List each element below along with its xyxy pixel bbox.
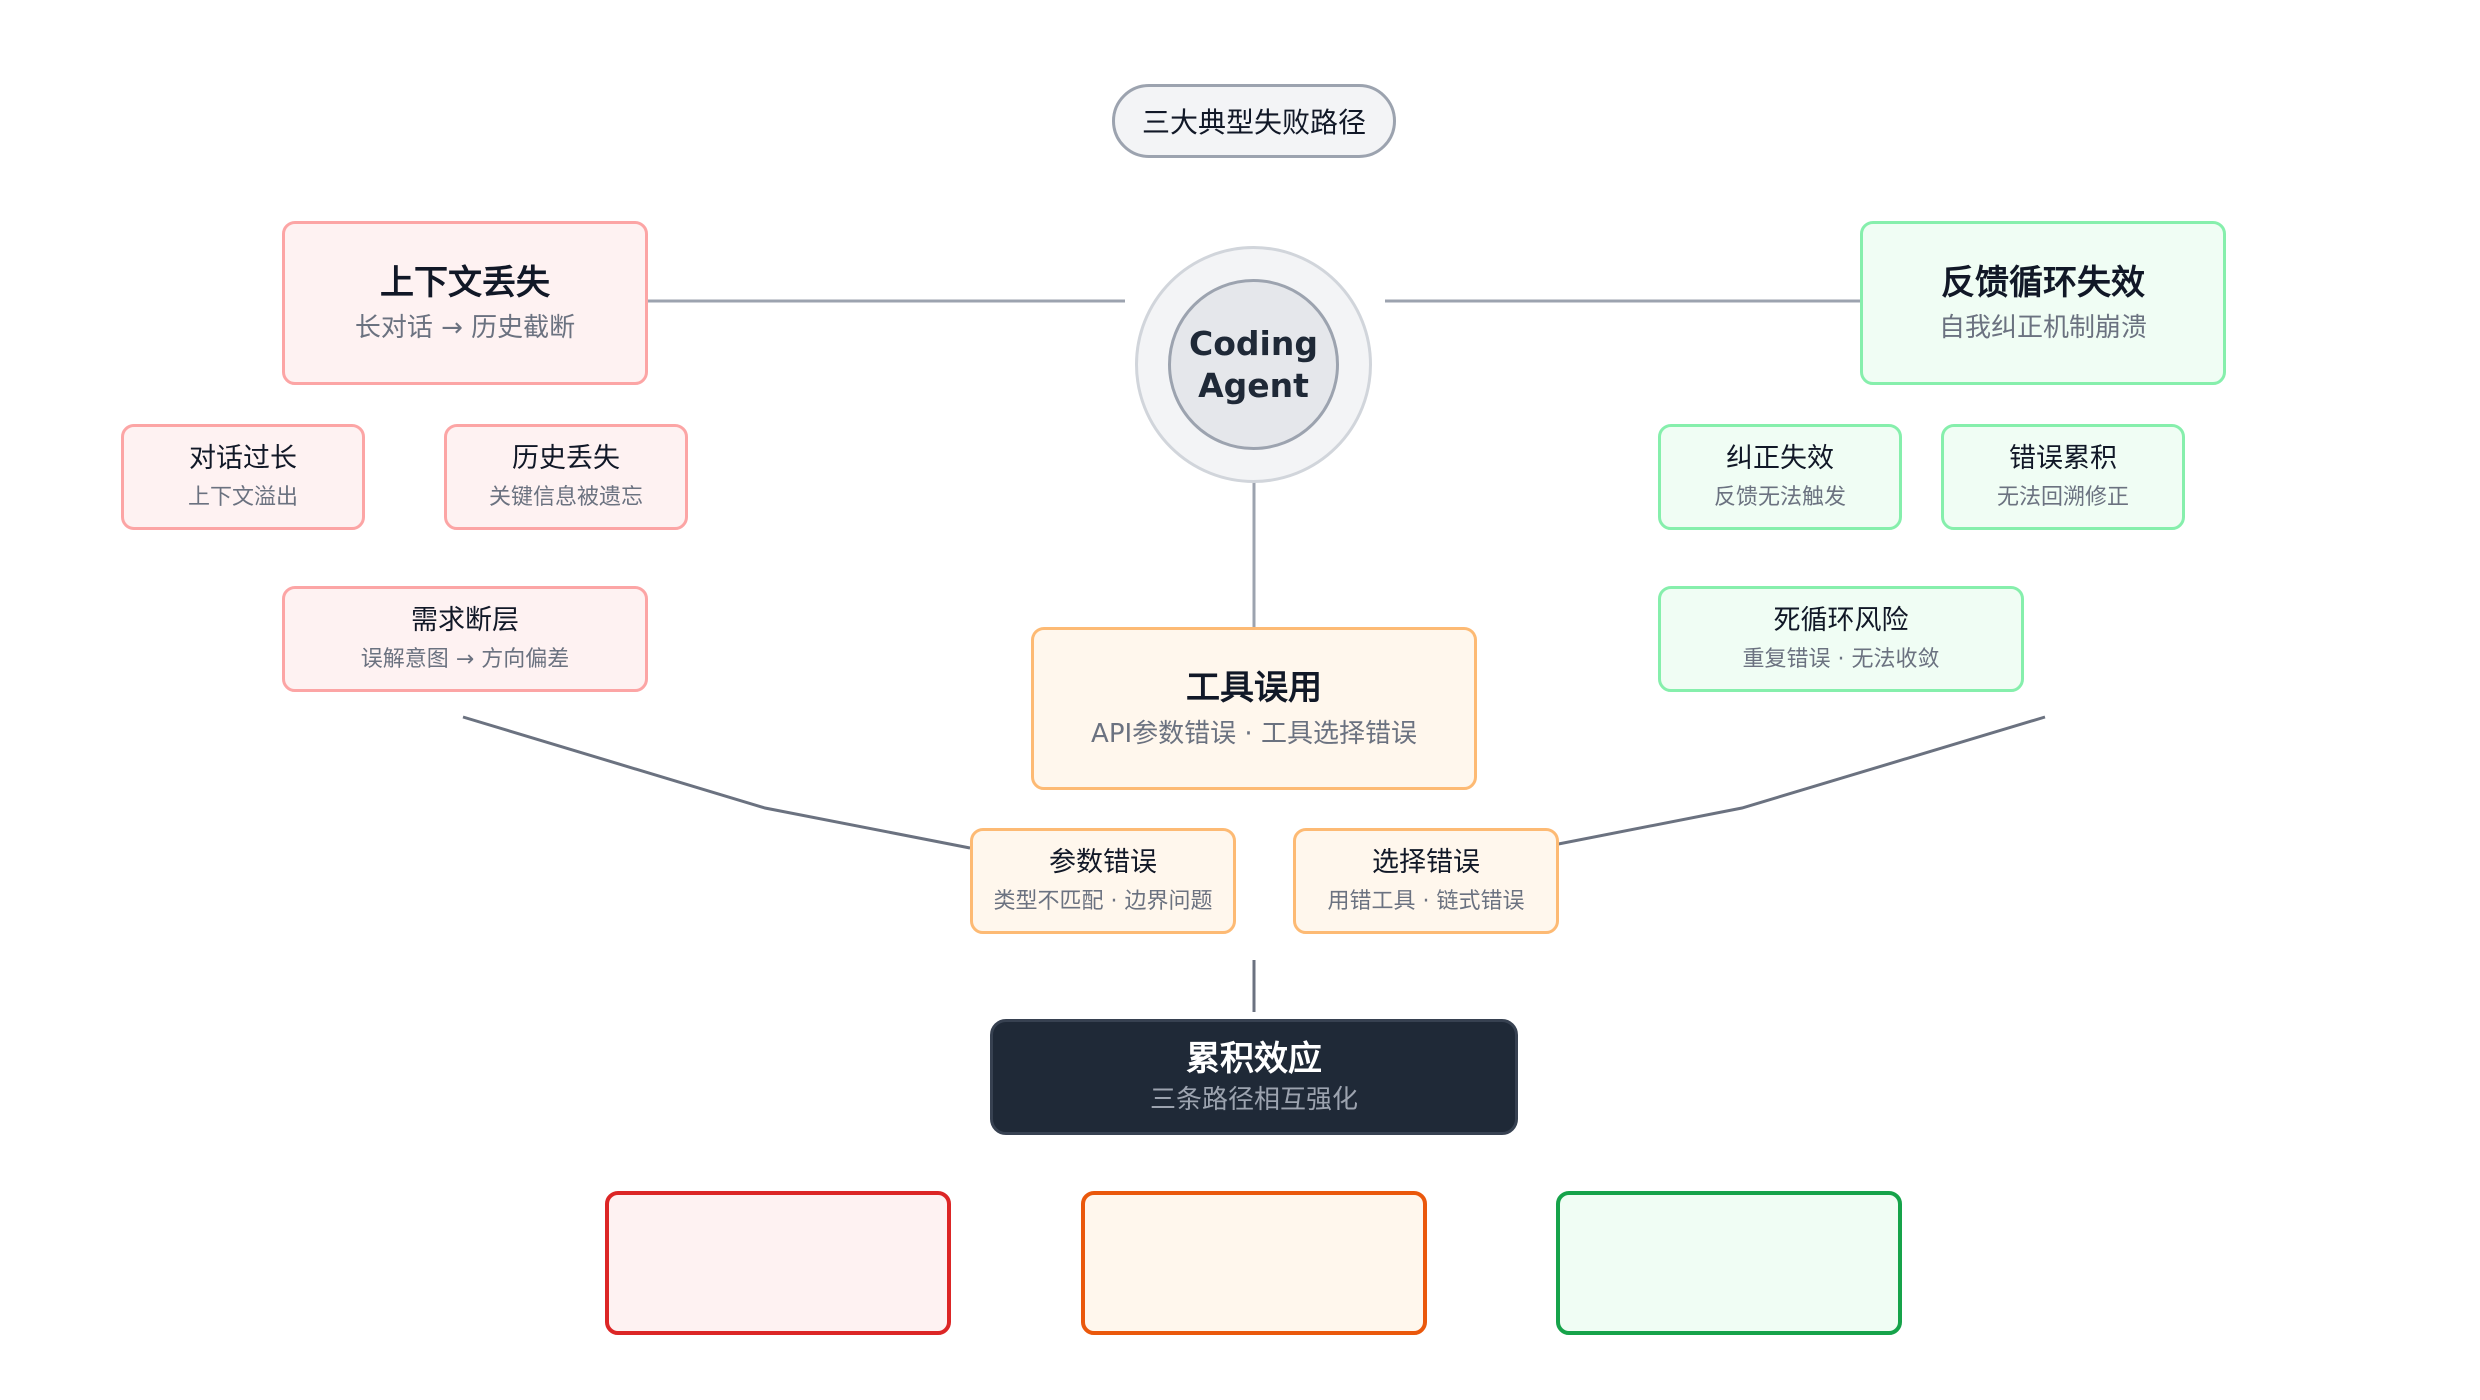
tool-misuse-title: 工具误用 (1186, 668, 1322, 708)
selection-error-title: 选择错误 (1372, 847, 1480, 879)
accumulation-subtitle: 三条路径相互强化 (1149, 1085, 1358, 1115)
dialog-too-long-subtitle: 上下文溢出 (187, 485, 298, 511)
requirement-gap-node: 需求断层 误解意图 → 方向偏差 (282, 586, 648, 692)
legend-swatch-green (1556, 1191, 1902, 1335)
deadloop-risk-subtitle: 重复错误 · 无法收敛 (1742, 647, 1940, 673)
dialog-too-long-node: 对话过长 上下文溢出 (121, 424, 365, 530)
tool-misuse-node: 工具误用 API参数错误 · 工具选择错误 (1031, 627, 1477, 790)
error-accumulation-node: 错误累积 无法回溯修正 (1941, 424, 2185, 530)
deadloop-risk-node: 死循环风险 重复错误 · 无法收敛 (1658, 586, 2024, 692)
connector-deadloop-to-selection-error (1537, 715, 2046, 850)
correction-failure-title: 纠正失效 (1726, 443, 1834, 475)
hub-line-2: Agent (1198, 365, 1309, 405)
requirement-gap-subtitle: 误解意图 → 方向偏差 (360, 647, 570, 673)
dialog-too-long-title: 对话过长 (189, 443, 297, 475)
selection-error-subtitle: 用错工具 · 链式错误 (1327, 889, 1525, 915)
header-pill: 三大典型失败路径 (1112, 84, 1396, 158)
header-label: 三大典型失败路径 (1141, 106, 1366, 139)
correction-failure-subtitle: 反馈无法触发 (1713, 485, 1846, 511)
requirement-gap-title: 需求断层 (411, 605, 519, 637)
history-loss-title: 历史丢失 (512, 443, 620, 475)
context-loss-subtitle: 长对话 → 历史截断 (354, 313, 576, 343)
error-accumulation-title: 错误累积 (2009, 443, 2117, 475)
tool-misuse-subtitle: API参数错误 · 工具选择错误 (1091, 718, 1417, 749)
legend-swatch-red (605, 1191, 951, 1335)
param-error-title: 参数错误 (1049, 847, 1157, 879)
context-loss-title: 上下文丢失 (380, 262, 550, 303)
feedback-failure-subtitle: 自我纠正机制崩溃 (1938, 313, 2147, 343)
error-accumulation-subtitle: 无法回溯修正 (1996, 485, 2129, 511)
context-loss-node: 上下文丢失 长对话 → 历史截断 (282, 221, 648, 385)
selection-error-node: 选择错误 用错工具 · 链式错误 (1293, 828, 1559, 934)
feedback-failure-node: 反馈循环失效 自我纠正机制崩溃 (1860, 221, 2226, 385)
feedback-failure-title: 反馈循环失效 (1941, 262, 2145, 303)
accumulation-node: 累积效应 三条路径相互强化 (990, 1019, 1518, 1135)
param-error-subtitle: 类型不匹配 · 边界问题 (993, 889, 1213, 915)
hub-coding-agent: Coding Agent (1168, 279, 1339, 450)
accumulation-title: 累积效应 (1186, 1038, 1322, 1079)
connector-requirement-gap-to-param-error (462, 715, 971, 850)
correction-failure-node: 纠正失效 反馈无法触发 (1658, 424, 1902, 530)
legend-swatch-orange (1081, 1191, 1427, 1335)
history-loss-subtitle: 关键信息被遗忘 (488, 485, 643, 511)
param-error-node: 参数错误 类型不匹配 · 边界问题 (970, 828, 1236, 934)
deadloop-risk-title: 死循环风险 (1773, 605, 1909, 637)
hub-line-1: Coding (1189, 324, 1318, 364)
history-loss-node: 历史丢失 关键信息被遗忘 (444, 424, 688, 530)
